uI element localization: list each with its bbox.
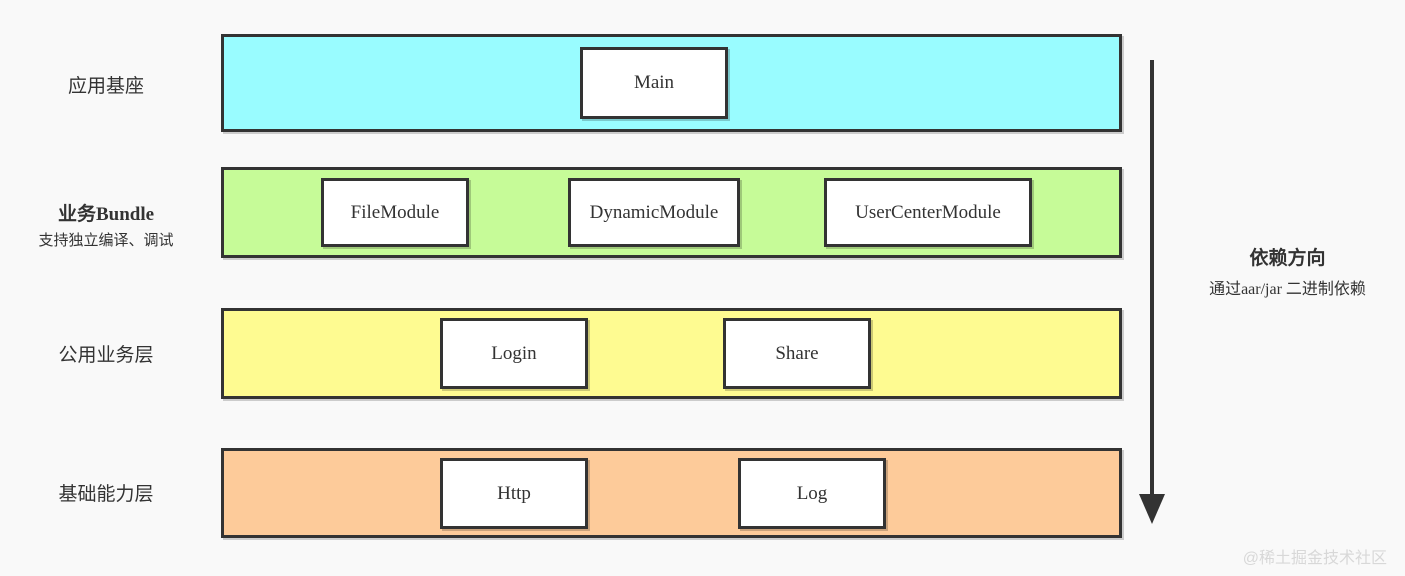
- module-label: Log: [796, 482, 828, 504]
- module-label: Share: [775, 342, 819, 364]
- layer-label-2: 业务Bundle 支持独立编译、调试: [0, 202, 212, 251]
- module-label: Login: [491, 342, 537, 364]
- module-box[interactable]: Http: [440, 458, 588, 529]
- module-label: FileModule: [350, 201, 440, 223]
- module-box[interactable]: Main: [580, 47, 728, 119]
- module-label: Http: [497, 482, 531, 504]
- module-box[interactable]: DynamicModule: [568, 178, 740, 247]
- annotation-title: 依赖方向: [1249, 248, 1326, 269]
- module-label: UserCenterModule: [855, 201, 1001, 223]
- layer-sublabel-text: 支持独立编译、调试: [38, 232, 174, 249]
- layer-label-4: 基础能力层: [0, 482, 212, 508]
- layer-label-1: 应用基座: [0, 74, 212, 100]
- module-box[interactable]: UserCenterModule: [824, 178, 1032, 247]
- dependency-direction-annotation: 依赖方向通过aar/jar 二进制依赖: [1180, 245, 1395, 301]
- layer-label-3: 公用业务层: [0, 343, 212, 369]
- layer-band-3: [221, 308, 1122, 399]
- layer-label-text: 公用业务层: [58, 345, 154, 366]
- module-box[interactable]: Log: [738, 458, 886, 529]
- layer-label-text: 业务Bundle: [57, 204, 155, 225]
- module-label: Main: [633, 72, 675, 93]
- module-box[interactable]: Share: [723, 318, 871, 389]
- watermark: @稀土掘金技术社区: [1242, 550, 1387, 567]
- annotation-subtitle: 通过aar/jar 二进制依赖: [1209, 280, 1366, 298]
- module-label: DynamicModule: [589, 201, 719, 223]
- module-box[interactable]: Login: [440, 318, 588, 389]
- layer-label-text: 基础能力层: [58, 484, 154, 505]
- dependency-arrow-shaft: [1150, 60, 1154, 498]
- layer-label-text: 应用基座: [67, 76, 144, 97]
- layer-band-4: [221, 448, 1122, 538]
- dependency-arrow-head-icon: [1139, 494, 1165, 524]
- module-box[interactable]: FileModule: [321, 178, 469, 247]
